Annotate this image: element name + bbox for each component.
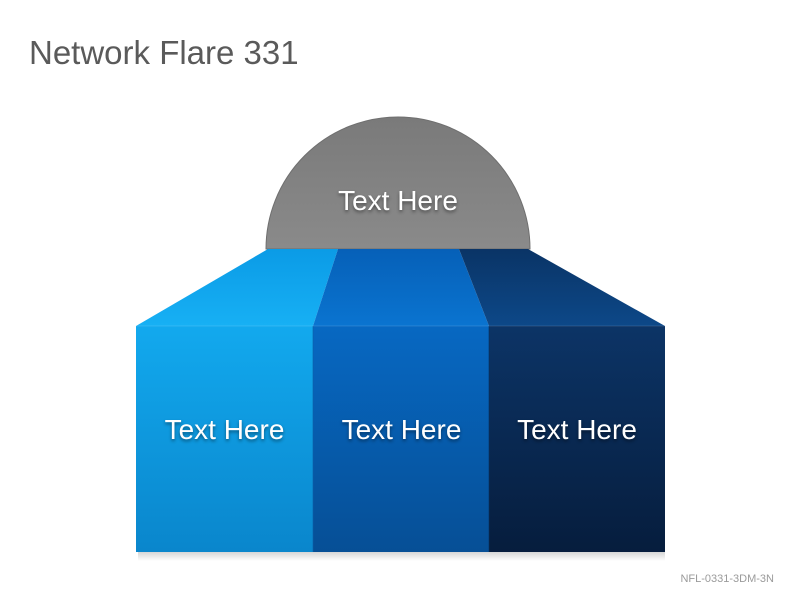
column-2-top-face [313, 249, 489, 326]
column-3-front-face [489, 326, 665, 552]
dome-label: Text Here [338, 185, 458, 216]
column-1-front-face [136, 326, 313, 552]
column-3-top-face [459, 249, 665, 326]
column-1-top-face [136, 249, 338, 326]
dome-shape [265, 116, 531, 250]
slide-code: NFL-0331-3DM-3N [680, 573, 774, 585]
base-shadow [138, 551, 665, 561]
page-title: Network Flare 331 [29, 34, 299, 71]
column-3-label: Text Here [517, 414, 637, 445]
column-1-label: Text Here [164, 414, 285, 445]
column-2-front-face [313, 326, 489, 552]
column-2-label: Text Here [341, 414, 462, 445]
